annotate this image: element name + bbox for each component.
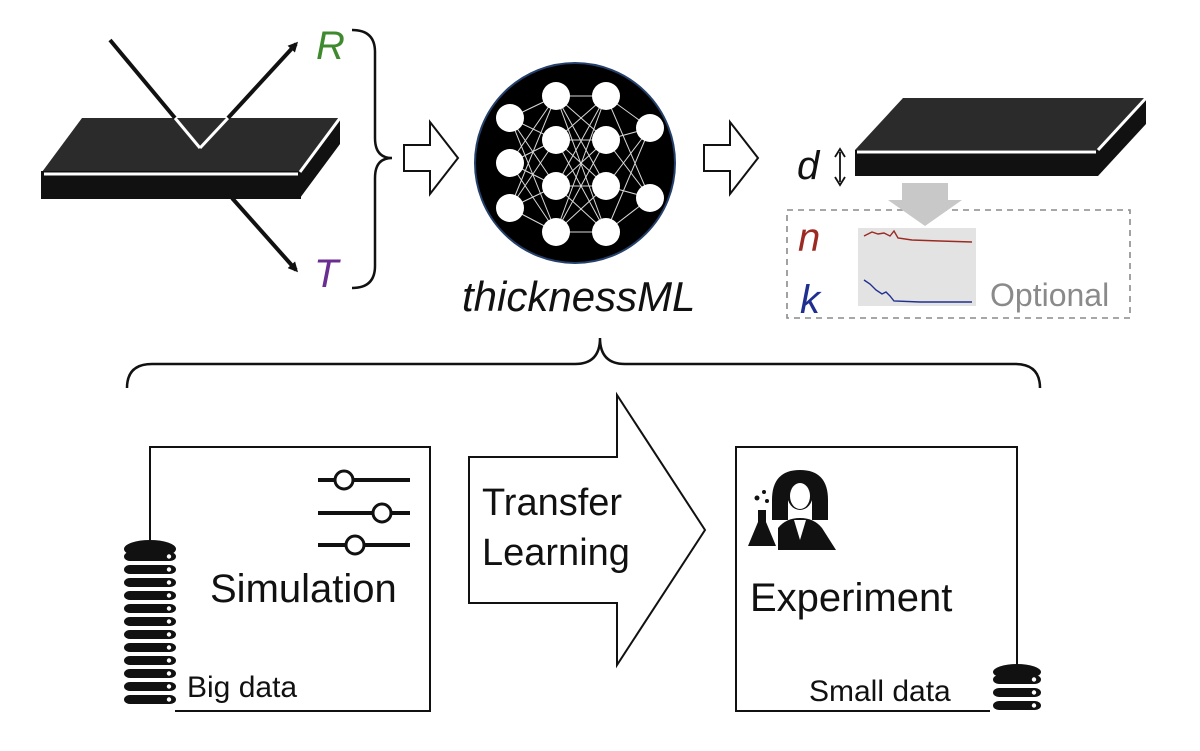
network-node bbox=[636, 114, 664, 142]
thickness-arrow bbox=[834, 147, 846, 187]
database-led bbox=[1031, 690, 1037, 695]
optional-box bbox=[786, 209, 1131, 319]
network-edge bbox=[555, 95, 607, 233]
flow-arrow-1 bbox=[403, 119, 460, 197]
database-led bbox=[1031, 703, 1037, 708]
database-layer bbox=[124, 565, 176, 574]
database-led bbox=[1031, 677, 1037, 682]
database-layer bbox=[124, 617, 176, 626]
reflectance-label: R bbox=[316, 24, 345, 68]
database-led bbox=[166, 671, 172, 676]
k-curve bbox=[863, 279, 972, 303]
database-layer bbox=[993, 675, 1041, 684]
database-layer bbox=[124, 656, 176, 665]
network-node bbox=[592, 126, 620, 154]
n-curve bbox=[863, 229, 973, 243]
network-node bbox=[636, 184, 664, 212]
network-edge bbox=[509, 95, 557, 209]
network-edge bbox=[555, 139, 607, 233]
thickness-label: d bbox=[797, 144, 820, 188]
network-edge bbox=[555, 95, 607, 187]
transmitted-ray bbox=[230, 196, 298, 273]
database-layer bbox=[993, 701, 1041, 710]
section-brace bbox=[125, 337, 1042, 389]
gray-down-arrow bbox=[888, 183, 962, 226]
network-node bbox=[592, 82, 620, 110]
database-led bbox=[166, 580, 172, 585]
transmittance-label: T bbox=[314, 252, 339, 296]
network-node bbox=[542, 126, 570, 154]
database-layer bbox=[124, 552, 176, 561]
database-led bbox=[166, 645, 172, 650]
database-layer bbox=[124, 604, 176, 613]
small-data-label: Small data bbox=[809, 675, 951, 708]
database-layer bbox=[124, 630, 176, 639]
database-layer bbox=[124, 591, 176, 600]
sliders-icon bbox=[318, 469, 410, 556]
simulation-label: Simulation bbox=[210, 567, 397, 611]
scientist-icon bbox=[748, 470, 836, 550]
network-node bbox=[592, 172, 620, 200]
network-node bbox=[496, 149, 524, 177]
database-led bbox=[166, 632, 172, 637]
network-node bbox=[542, 218, 570, 246]
database-layer bbox=[124, 643, 176, 652]
database-layer bbox=[124, 695, 176, 704]
model-name: thicknessML bbox=[462, 273, 696, 320]
neural-network-icon bbox=[474, 62, 676, 264]
network-node bbox=[592, 218, 620, 246]
incident-ray bbox=[108, 38, 202, 149]
database-led bbox=[166, 593, 172, 598]
database-led bbox=[166, 554, 172, 559]
network-edge bbox=[605, 127, 651, 233]
output-slab bbox=[855, 96, 1148, 176]
network-node bbox=[496, 194, 524, 222]
database-layer bbox=[124, 578, 176, 587]
k-label: k bbox=[800, 278, 820, 322]
database-icon bbox=[124, 540, 176, 704]
experiment-label: Experiment bbox=[750, 576, 953, 620]
database-led bbox=[166, 697, 172, 702]
simulation-box bbox=[149, 446, 431, 712]
network-edge bbox=[605, 95, 651, 199]
optional-label: Optional bbox=[990, 277, 1110, 313]
database-led bbox=[166, 619, 172, 624]
flow-arrow-2 bbox=[703, 119, 760, 197]
database-layer bbox=[124, 669, 176, 678]
network-node bbox=[542, 82, 570, 110]
database-led bbox=[166, 606, 172, 611]
input-slab bbox=[41, 117, 342, 199]
database-layer bbox=[124, 682, 176, 691]
database-icon bbox=[993, 664, 1041, 710]
transfer-arrow bbox=[468, 391, 707, 669]
n-label: n bbox=[798, 216, 821, 260]
database-led bbox=[166, 684, 172, 689]
database-led bbox=[166, 658, 172, 663]
database-layer bbox=[993, 688, 1041, 697]
big-data-label: Big data bbox=[187, 671, 298, 704]
transfer-label-line1: Transfer bbox=[482, 482, 623, 524]
database-led bbox=[166, 567, 172, 572]
rt-brace bbox=[351, 28, 393, 290]
network-node bbox=[542, 172, 570, 200]
transfer-label-line2: Learning bbox=[482, 532, 630, 574]
reflected-ray bbox=[198, 41, 299, 150]
network-node bbox=[496, 104, 524, 132]
experiment-box bbox=[735, 446, 1018, 712]
